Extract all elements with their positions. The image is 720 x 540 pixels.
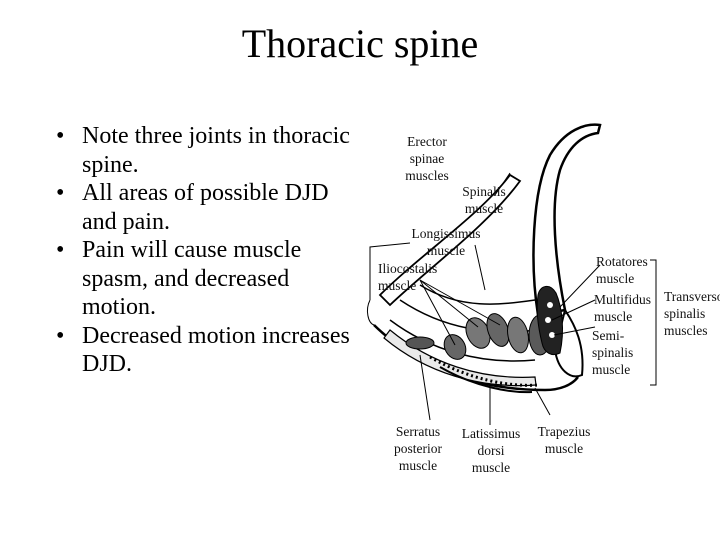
bullet-dot-icon: • [56, 123, 65, 149]
label-transversospinalis: Transverso- spinalis muscles [664, 289, 720, 338]
muscle-belly [507, 316, 529, 354]
slide-title: Thoracic spine [241, 21, 479, 66]
label-erector-spinae: Erector spinae muscles [405, 134, 449, 183]
muscle-dot [549, 332, 555, 338]
muscle-dot [547, 302, 553, 308]
anatomy-illustration [366, 123, 657, 425]
bullet-item: • Decreased motion increases DJD. [56, 322, 356, 379]
label-leader-lines [366, 172, 657, 425]
label-iliocostalis: Iliocostalis muscle [378, 261, 438, 293]
bullet-dot-icon: • [56, 237, 65, 263]
bullet-text: Pain will cause muscle spasm, and decrea… [82, 237, 302, 320]
muscle-belly [443, 334, 467, 360]
bullet-list: • Note three joints in thoracic spine. • A… [56, 122, 356, 379]
label-trapezius: Trapezius muscle [537, 424, 591, 456]
bullet-item: • Note three joints in thoracic spine. [56, 122, 356, 179]
bullet-dot-icon: • [56, 322, 65, 349]
label-serratus-posterior: Serratus posterior muscle [394, 424, 442, 473]
muscle-dot [545, 317, 551, 323]
bullet-dot-icon: • [56, 180, 65, 206]
bullet-item: • All areas of possible DJD and pain. [56, 179, 356, 236]
fascia-line [419, 284, 536, 305]
label-multifidus: Multifidus muscle [594, 292, 652, 324]
bullet-text: All areas of possible DJD and pain. [82, 180, 329, 235]
vertebra-spinous-process [532, 123, 602, 317]
muscle-belly [405, 336, 435, 350]
label-longissimus: Longissimus muscle [411, 226, 481, 258]
latissimus-strip [439, 366, 533, 394]
longissimus-band [378, 173, 522, 307]
bullet-text: Note three joints in thoracic spine. [82, 123, 350, 178]
label-semispinalis: Semi- spinalis muscle [592, 328, 634, 377]
bullet-item: • Pain will cause muscle spasm, and decre… [56, 236, 356, 322]
thoracic-muscle-diagram: Erector spinae muscles Spinalis muscle L… [360, 95, 720, 495]
label-rotatores: Rotatores muscle [596, 254, 648, 286]
bullet-text: Decreased motion increases DJD. [82, 322, 350, 378]
label-latissimus-dorsi: Latissimus dorsi muscle [461, 426, 521, 475]
label-spinalis: Spinalis muscle [462, 184, 506, 216]
